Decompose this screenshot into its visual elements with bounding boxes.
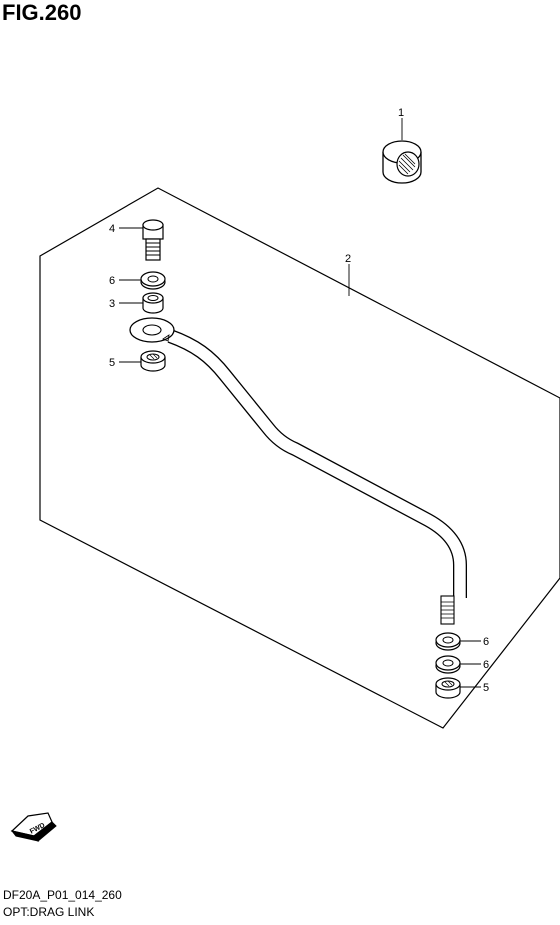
part-drag-link-2[interactable]: [129, 317, 467, 625]
figure-description: OPT:DRAG LINK: [3, 905, 95, 919]
callout-6-upper: 6: [109, 275, 115, 287]
callout-6-lower-b: 6: [483, 659, 489, 671]
callout-2: 2: [345, 253, 351, 265]
figure-code: DF20A_P01_014_260: [3, 888, 122, 902]
part-nut-5-lower[interactable]: [435, 677, 461, 699]
part-washer-6-lower-a[interactable]: [435, 632, 461, 651]
assembly-boundary: [39, 187, 560, 729]
callout-4: 4: [109, 223, 115, 235]
callout-5-upper: 5: [109, 357, 115, 369]
part-collar-3[interactable]: [142, 292, 164, 314]
callout-1: 1: [398, 107, 404, 119]
part-bolt-4[interactable]: [142, 219, 164, 261]
part-nut-5-upper[interactable]: [140, 350, 166, 372]
part-washer-6-upper[interactable]: [140, 271, 166, 290]
callout-6-lower-a: 6: [483, 636, 489, 648]
callout-3: 3: [109, 298, 115, 310]
figure-title: FIG.260: [2, 0, 82, 25]
part-nut-1[interactable]: [382, 140, 422, 184]
part-washer-6-lower-b[interactable]: [435, 655, 461, 674]
forward-arrow-icon: FWD: [10, 812, 57, 842]
callout-5-lower: 5: [483, 682, 489, 694]
